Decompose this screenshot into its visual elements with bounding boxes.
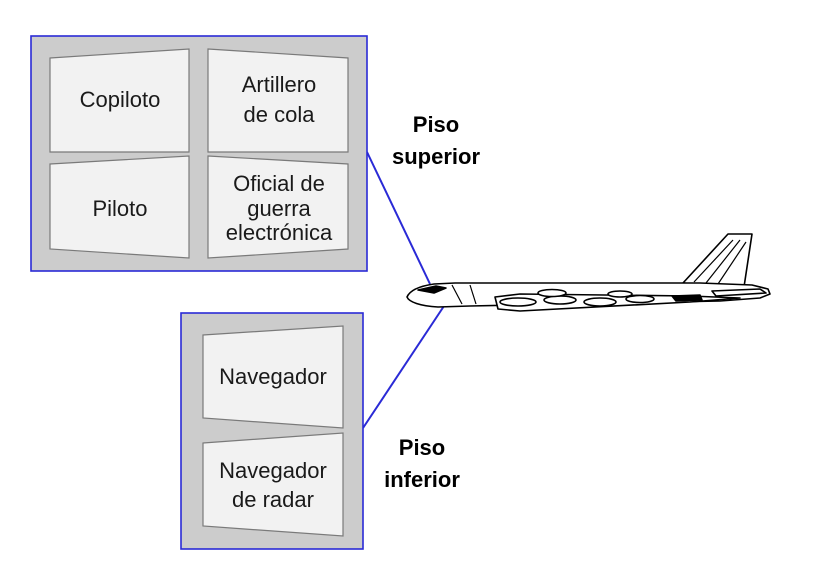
seat-navegador-de-radar: Navegador de radar: [202, 432, 344, 537]
seat-label-copiloto: Copiloto: [80, 87, 161, 112]
lower-deck-connector: [362, 305, 445, 429]
bomber-aircraft-icon: [406, 233, 771, 312]
seat-label-artillero-line1: Artillero: [242, 72, 317, 97]
seat-label-navegador-radar-line1: Navegador: [219, 458, 327, 483]
seat-artillero-de-cola: Artillero de cola: [207, 48, 349, 153]
seat-label-piloto: Piloto: [92, 196, 147, 221]
seat-copiloto: Copiloto: [49, 48, 190, 153]
seat-piloto: Piloto: [49, 155, 190, 259]
lower-deck-label-line1: Piso: [399, 435, 445, 460]
upper-deck-panel: Copiloto Artillero de cola Piloto Oficia…: [30, 35, 368, 272]
seat-label-oficial-line3: electrónica: [226, 220, 333, 245]
lower-deck-panel: Navegador Navegador de radar: [180, 312, 364, 550]
seat-label-oficial-line1: Oficial de: [233, 171, 325, 196]
seat-label-oficial-line2: guerra: [247, 196, 311, 221]
seat-label-navegador: Navegador: [219, 364, 327, 389]
upper-deck-label-line1: Piso: [413, 112, 459, 137]
lower-deck-label-line2: inferior: [384, 467, 460, 492]
seat-oficial-guerra-electronica: Oficial de guerra electrónica: [207, 155, 349, 259]
upper-deck-label-line2: superior: [392, 144, 480, 169]
seat-navegador: Navegador: [202, 325, 344, 429]
seat-label-navegador-radar-line2: de radar: [232, 487, 314, 512]
seat-label-artillero-line2: de cola: [244, 102, 316, 127]
upper-deck-connector: [366, 151, 431, 285]
